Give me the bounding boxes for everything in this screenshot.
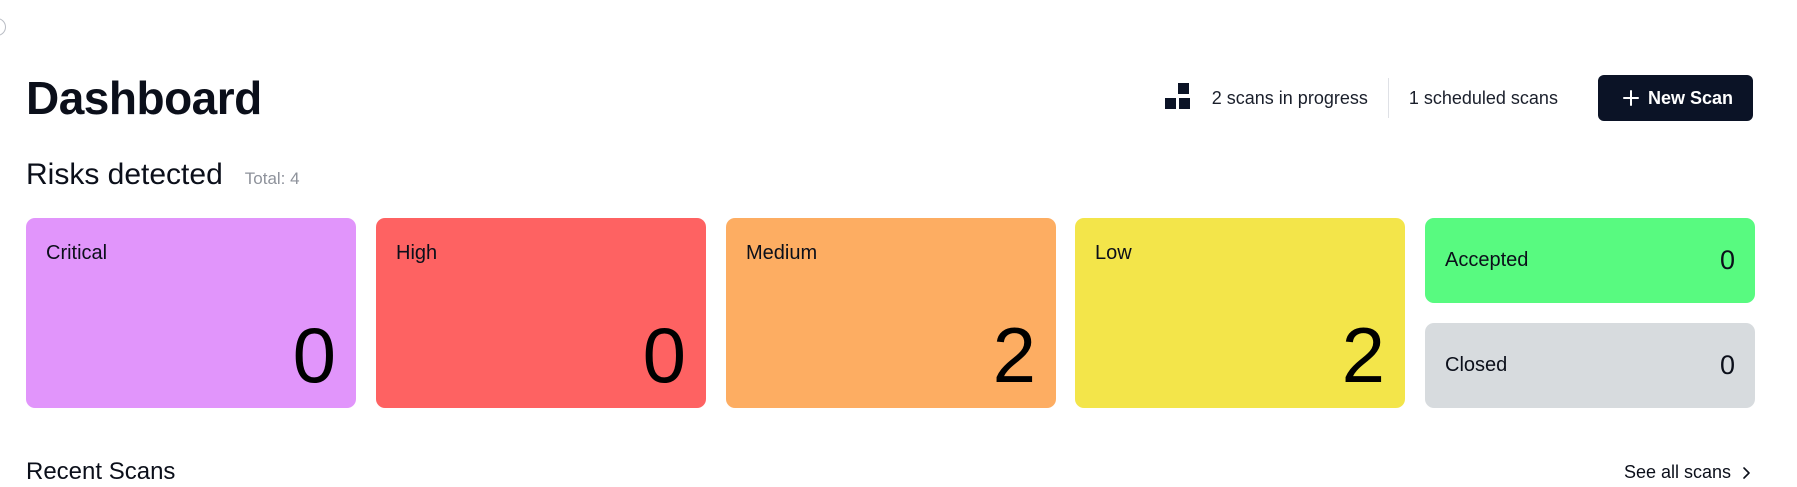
accepted-label: Accepted bbox=[1445, 249, 1529, 271]
risk-card-label: Medium bbox=[746, 242, 818, 264]
risk-card-medium[interactable]: Medium 2 bbox=[726, 218, 1056, 408]
new-scan-button[interactable]: New Scan bbox=[1597, 75, 1753, 121]
header-divider bbox=[1387, 78, 1389, 118]
plus-icon bbox=[1622, 90, 1639, 106]
risk-card-value: 2 bbox=[992, 311, 1036, 399]
risks-total: Total: 4 bbox=[244, 169, 300, 188]
risk-card-value: 2 bbox=[1341, 311, 1385, 399]
risk-card-closed[interactable]: Closed 0 bbox=[1425, 323, 1755, 408]
risk-card-label: High bbox=[396, 242, 438, 264]
recent-scans-title: Recent Scans bbox=[26, 458, 176, 485]
collapse-handle-icon[interactable] bbox=[0, 18, 6, 36]
risks-section-heading: Risks detected Total: 4 bbox=[26, 158, 300, 192]
risk-card-critical[interactable]: Critical 0 bbox=[26, 218, 356, 408]
page-header: Dashboard 2 scans in progress 1 schedule… bbox=[26, 64, 1753, 132]
risk-card-accepted[interactable]: Accepted 0 bbox=[1425, 218, 1755, 303]
closed-value: 0 bbox=[1719, 350, 1735, 380]
see-all-scans-label: See all scans bbox=[1623, 462, 1731, 482]
blocks-icon bbox=[1164, 83, 1190, 109]
risk-card-value: 0 bbox=[642, 311, 686, 399]
scans-in-progress-text: 2 scans in progress bbox=[1211, 87, 1368, 108]
accepted-value: 0 bbox=[1719, 245, 1735, 275]
page-title: Dashboard bbox=[26, 72, 262, 124]
see-all-scans-link[interactable]: See all scans bbox=[1624, 462, 1753, 483]
header-actions: 2 scans in progress 1 scheduled scans Ne… bbox=[1164, 75, 1753, 121]
new-scan-button-label: New Scan bbox=[1647, 87, 1733, 108]
closed-label: Closed bbox=[1445, 354, 1508, 376]
scans-in-progress-status[interactable]: 2 scans in progress bbox=[1164, 82, 1388, 114]
chevron-right-icon bbox=[1743, 466, 1750, 479]
risks-title: Risks detected bbox=[26, 158, 223, 191]
risk-card-label: Low bbox=[1095, 242, 1132, 264]
risk-card-low[interactable]: Low 2 bbox=[1075, 218, 1405, 408]
risk-card-label: Critical bbox=[46, 242, 108, 264]
scheduled-scans-text[interactable]: 1 scheduled scans bbox=[1408, 87, 1558, 108]
risk-card-high[interactable]: High 0 bbox=[376, 218, 706, 408]
risk-card-value: 0 bbox=[292, 311, 336, 399]
